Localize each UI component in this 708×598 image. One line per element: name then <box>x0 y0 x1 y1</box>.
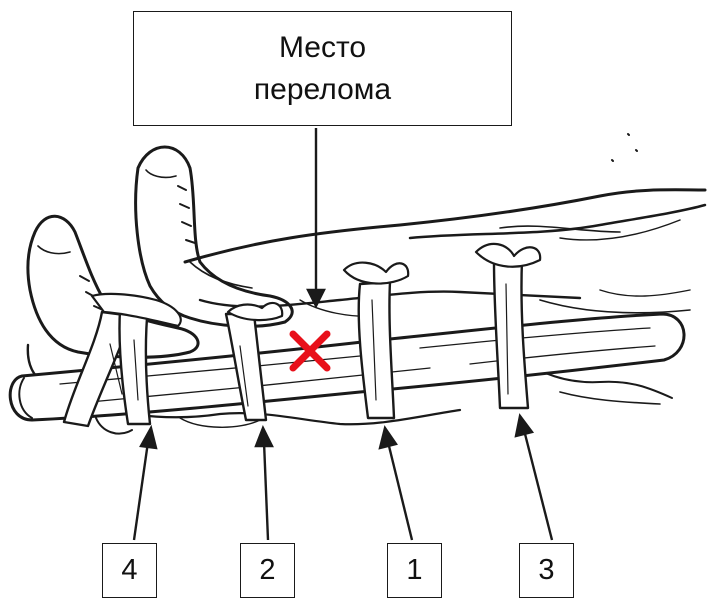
right-boot-outline <box>136 147 293 326</box>
tie-number-label: 2 <box>259 554 275 587</box>
tie-3-arrow <box>524 430 552 540</box>
upper-leg-outline <box>185 190 705 262</box>
tie-4-arrowhead <box>141 428 156 448</box>
tie-1-label-box: 1 <box>387 543 442 598</box>
fracture-label-line1: Место <box>279 27 366 69</box>
tie-3-label-box: 3 <box>519 543 574 598</box>
tie-2-arrow <box>264 442 268 540</box>
tie-2-label-box: 2 <box>240 543 295 598</box>
tie-number-label: 3 <box>538 554 554 587</box>
tie-1-arrowhead <box>380 428 396 448</box>
trouser-lower-outline <box>410 205 705 238</box>
tie-3-arrowhead <box>516 416 532 436</box>
tie-4-arrow <box>134 442 148 540</box>
tie-3 <box>494 260 528 408</box>
fracture-site-label-box: Место перелома <box>133 11 512 126</box>
tie-number-label: 1 <box>406 554 422 587</box>
tie-2-arrowhead <box>256 428 272 446</box>
fracture-label-line2: перелома <box>254 69 391 111</box>
tie-1-arrow <box>388 442 412 540</box>
tie-4-label-box: 4 <box>102 543 157 598</box>
tie-number-label: 4 <box>121 554 137 587</box>
